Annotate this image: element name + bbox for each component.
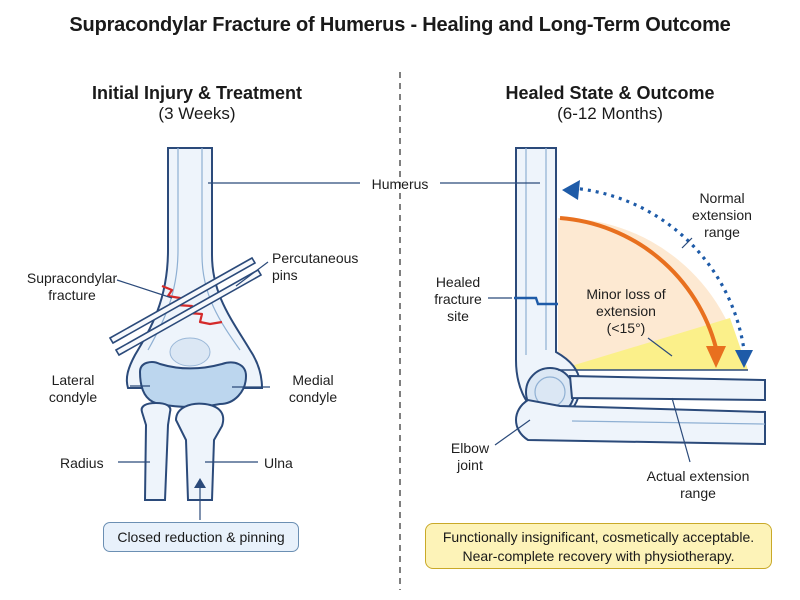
label-percutaneous-pins: Percutaneous pins: [272, 250, 359, 283]
right-elbow-illustration: [440, 147, 766, 463]
label-radius: Radius: [60, 455, 104, 471]
outcome-box: Functionally insignificant, cosmetically…: [425, 523, 772, 569]
treatment-box: Closed reduction & pinning: [103, 522, 299, 552]
percutaneous-pins: [108, 256, 263, 357]
condyle-left: [138, 361, 248, 408]
radius-bone: [140, 401, 172, 501]
outcome-line-2: Near-complete recovery with physiotherap…: [462, 548, 735, 564]
label-actual-extension-range: Actual extension range: [646, 468, 750, 501]
label-minor-loss-extension: Minor loss of extension (<15°): [586, 286, 666, 336]
actual-extension-arrow: [559, 216, 718, 349]
diagram-title: Supracondylar Fracture of Humerus - Heal…: [69, 14, 731, 36]
label-supracondylar-fracture: Supracondylar fracture: [26, 270, 118, 303]
right-panel-subtitle: (6-12 Months): [557, 104, 663, 123]
healed-fracture-mark: [514, 296, 558, 306]
label-medial-condyle: Medial condyle: [288, 372, 338, 405]
outcome-line-1: Functionally insignificant, cosmetically…: [442, 529, 755, 545]
fracture-line: [161, 284, 223, 326]
minor-loss-wedge: [558, 318, 748, 370]
label-healed-fracture-site: Healed fracture site: [434, 274, 482, 324]
label-normal-extension-range: Normal extension range: [692, 190, 752, 240]
left-elbow-illustration: [108, 147, 360, 520]
ulna-bone: [174, 402, 225, 501]
right-panel-title: Healed State & Outcome: [505, 83, 715, 103]
label-elbow-joint: Elbow joint: [450, 440, 490, 473]
left-panel-title: Initial Injury & Treatment: [91, 83, 303, 103]
label-humerus: Humerus: [371, 176, 429, 192]
left-panel-subtitle: (3 Weeks): [158, 104, 236, 123]
label-lateral-condyle: Lateral condyle: [48, 372, 98, 405]
label-ulna: Ulna: [264, 455, 293, 471]
forearm-radius: [568, 374, 766, 402]
